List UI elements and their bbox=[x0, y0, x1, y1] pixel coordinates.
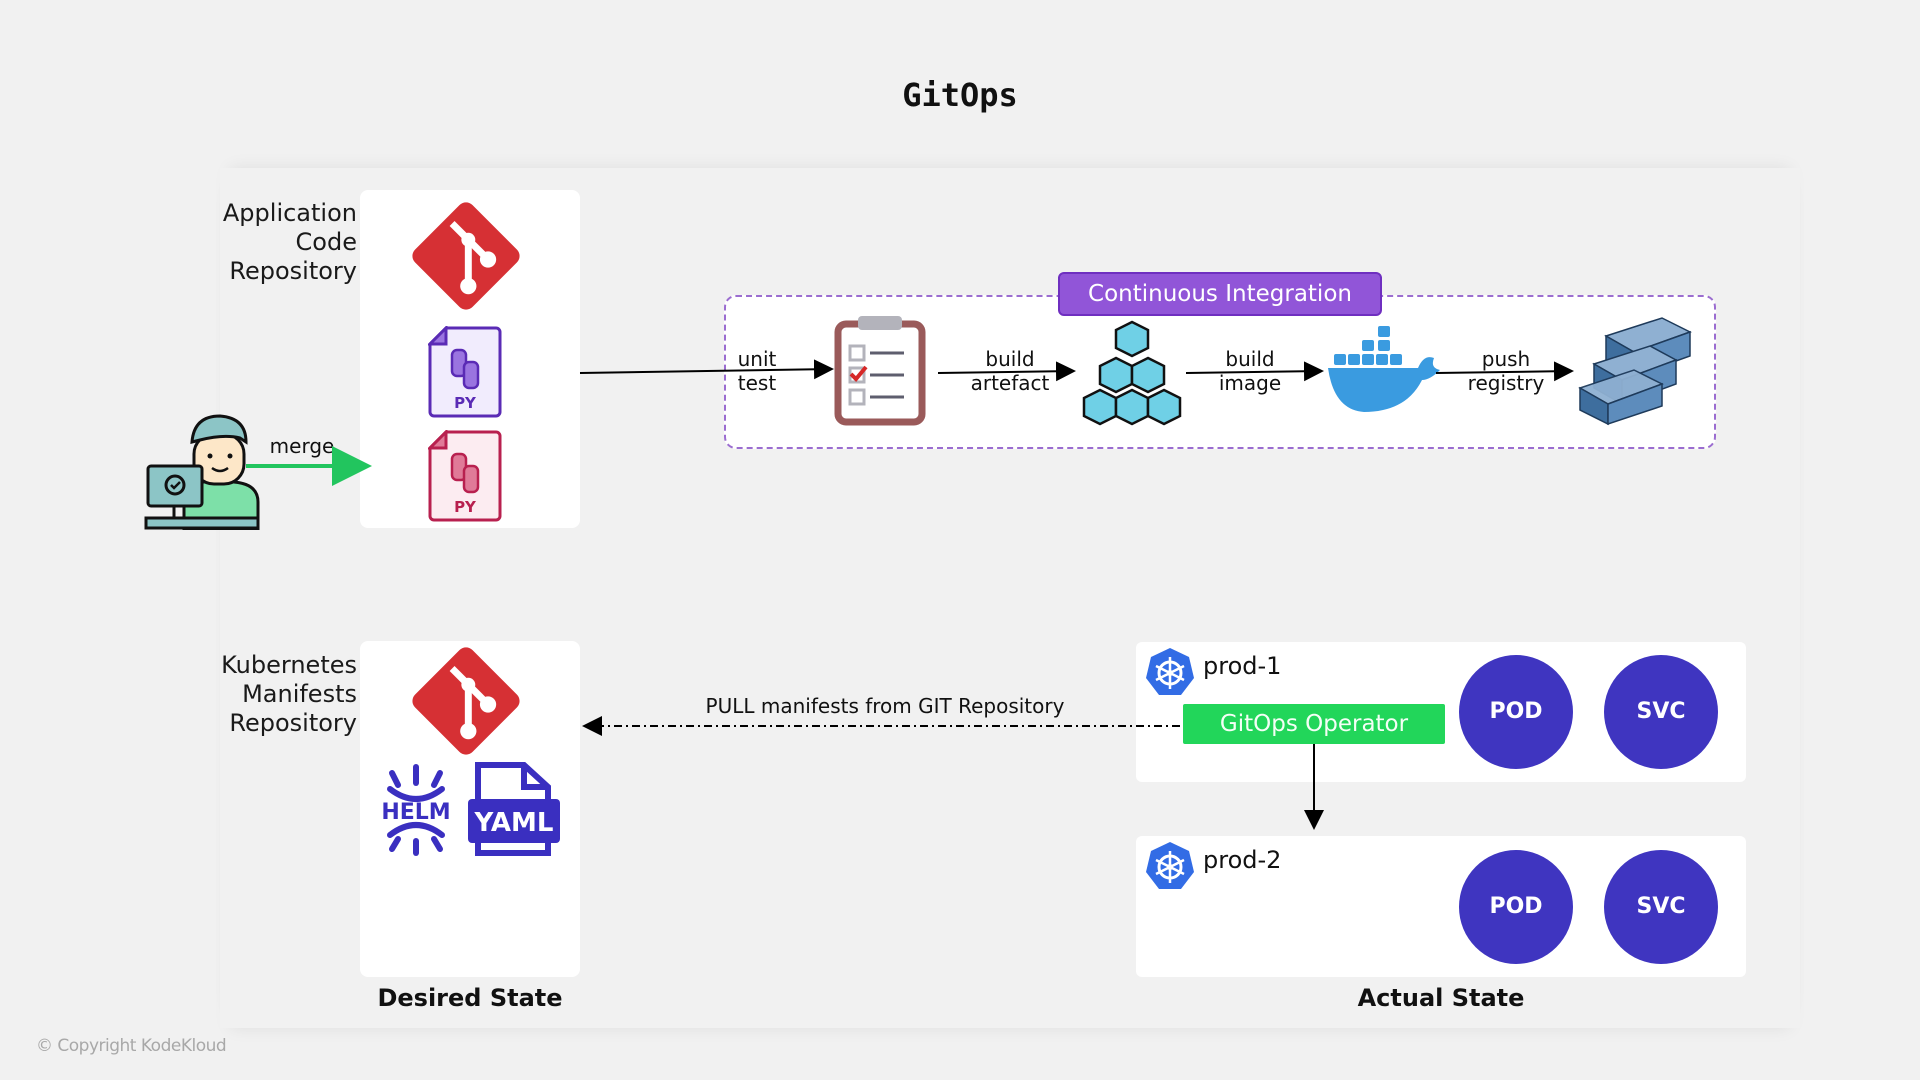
manifests-repo-label: Kubernetes Manifests Repository bbox=[117, 651, 357, 738]
build-image-arrow bbox=[1185, 361, 1324, 382]
helm-icon: HELM bbox=[381, 764, 451, 856]
yaml-file-icon: YAML bbox=[468, 762, 560, 856]
app-repo-label-line: Code bbox=[295, 228, 357, 256]
app-repo-label-line: Application bbox=[222, 199, 357, 227]
edge-label-line: unit bbox=[737, 347, 777, 371]
edge-label-line: build bbox=[1225, 347, 1275, 371]
svc-resource[interactable]: SVC bbox=[1604, 850, 1718, 964]
pull-manifests-label: PULL manifests from GIT Repository bbox=[705, 694, 1065, 718]
python-file-icon: PY bbox=[428, 430, 502, 522]
svg-text:PY: PY bbox=[454, 394, 477, 412]
docker-whale-icon bbox=[1328, 326, 1440, 412]
unit-test-arrow bbox=[579, 359, 834, 380]
git-logo-icon bbox=[412, 202, 520, 310]
page-title: GitOps bbox=[902, 76, 1018, 114]
clipboard-checklist-icon bbox=[834, 316, 926, 426]
cubes-artefact-icon bbox=[1082, 320, 1182, 426]
svg-text:PY: PY bbox=[454, 498, 477, 516]
ci-edge-label-build-artefact: build artefact bbox=[960, 347, 1060, 395]
actual-state-label: Actual State bbox=[1357, 984, 1525, 1012]
app-repo-label-line: Repository bbox=[229, 257, 357, 285]
edge-label-line: push bbox=[1481, 347, 1531, 371]
copyright-text: © Copyright KodeKloud bbox=[36, 1036, 227, 1056]
container-registry-icon bbox=[1578, 317, 1692, 426]
svg-text:HELM: HELM bbox=[381, 800, 450, 825]
kubernetes-icon bbox=[1146, 842, 1194, 889]
svg-text:YAML: YAML bbox=[474, 808, 554, 838]
gitops-operator[interactable]: GitOps Operator bbox=[1183, 704, 1445, 744]
ci-edge-label-push-registry: push registry bbox=[1456, 347, 1556, 395]
desired-state-label: Desired State bbox=[377, 984, 563, 1012]
edge-label-line: artefact bbox=[970, 371, 1050, 395]
manifests-repo-card[interactable]: HELM YAML bbox=[360, 641, 580, 977]
push-registry-arrow bbox=[1435, 361, 1574, 382]
app-repo-card[interactable]: PY PY bbox=[360, 190, 580, 528]
pod-resource[interactable]: POD bbox=[1459, 655, 1573, 769]
build-artefact-arrow bbox=[937, 361, 1076, 382]
merge-label: merge bbox=[269, 434, 335, 458]
pod-resource[interactable]: POD bbox=[1459, 850, 1573, 964]
edge-label-line: build bbox=[985, 347, 1035, 371]
edge-label-line: test bbox=[737, 371, 777, 395]
developer-icon bbox=[144, 414, 260, 530]
cluster-name-prod-2: prod-2 bbox=[1203, 846, 1282, 874]
manifests-repo-label-line: Repository bbox=[229, 709, 357, 737]
edge-label-line: registry bbox=[1467, 371, 1545, 395]
manifests-repo-label-line: Manifests bbox=[242, 680, 357, 708]
svc-resource[interactable]: SVC bbox=[1604, 655, 1718, 769]
ci-badge: Continuous Integration bbox=[1058, 272, 1382, 316]
python-file-icon: PY bbox=[428, 326, 502, 418]
kubernetes-icon bbox=[1146, 648, 1194, 695]
git-logo-icon bbox=[412, 647, 520, 755]
manifests-repo-label-line: Kubernetes bbox=[221, 651, 357, 679]
app-repo-label: Application Code Repository bbox=[117, 199, 357, 286]
cluster-name-prod-1: prod-1 bbox=[1203, 652, 1282, 680]
ci-edge-label-build-image: build image bbox=[1200, 347, 1300, 395]
edge-label-line: image bbox=[1218, 371, 1282, 395]
ci-edge-label-unit-test: unit test bbox=[722, 347, 792, 395]
